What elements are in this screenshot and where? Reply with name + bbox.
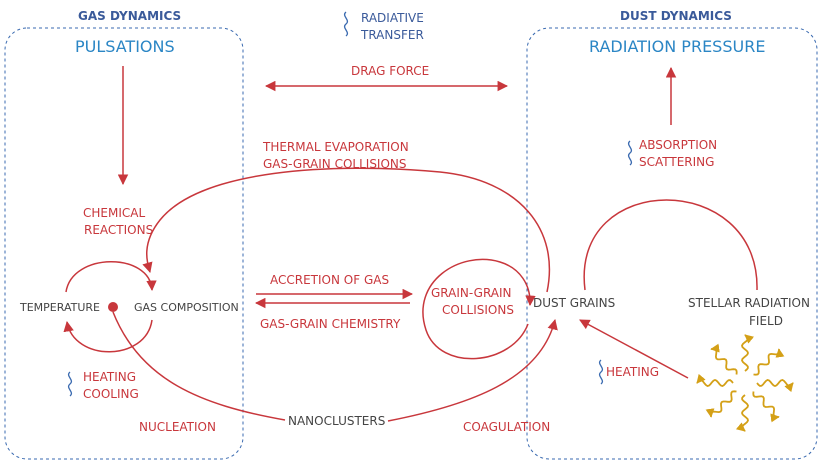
grain-grain-label-1: GRAIN-GRAIN bbox=[431, 286, 512, 300]
gas-grain-chemistry-label: GAS-GRAIN CHEMISTRY bbox=[260, 317, 401, 331]
heating-cooling-wavy-icon bbox=[67, 371, 73, 397]
absorption-arc bbox=[583, 199, 758, 291]
drag-force-label: DRAG FORCE bbox=[351, 64, 430, 78]
heating-cooling-label-2: COOLING bbox=[83, 387, 139, 401]
grain-grain-label-2: COLLISIONS bbox=[442, 303, 514, 317]
star-ray bbox=[752, 391, 780, 423]
coagulation-label: COAGULATION bbox=[463, 420, 551, 434]
star-icon bbox=[696, 334, 794, 432]
cycle-upper-arc bbox=[65, 261, 157, 293]
field-label: FIELD bbox=[749, 314, 783, 328]
pulsations-title: PULSATIONS bbox=[75, 37, 175, 56]
star-ray bbox=[696, 373, 734, 387]
cycle-lower-arc bbox=[63, 319, 153, 353]
temperature-label: TEMPERATURE bbox=[20, 301, 100, 314]
scattering-label: SCATTERING bbox=[639, 155, 715, 169]
star-ray bbox=[756, 379, 794, 393]
chemical-label: CHEMICAL bbox=[83, 206, 146, 220]
dust-grains-label: DUST GRAINS bbox=[533, 296, 616, 310]
star-ray bbox=[735, 394, 749, 432]
nanoclusters-label: NANOCLUSTERS bbox=[288, 414, 386, 428]
star-ray bbox=[753, 348, 785, 376]
dust-dynamics-header: DUST DYNAMICS bbox=[620, 9, 732, 23]
heating-arrow bbox=[579, 319, 689, 379]
gas-composition-label: GAS COMPOSITION bbox=[134, 301, 239, 314]
absorption-wavy-icon bbox=[627, 140, 633, 166]
dust-dynamics-box bbox=[526, 27, 818, 460]
gas-dynamics-header: GAS DYNAMICS bbox=[78, 9, 182, 23]
coagulation-curve bbox=[387, 318, 558, 422]
radiative-label-1: RADIATIVE bbox=[361, 11, 424, 25]
radiative-wavy-icon bbox=[343, 11, 349, 37]
gas-dynamics-box bbox=[4, 27, 244, 460]
nucleation-curve bbox=[112, 311, 286, 421]
radiative-label-2: TRANSFER bbox=[361, 28, 424, 42]
star-ray bbox=[705, 390, 737, 418]
accretion-label: ACCRETION OF GAS bbox=[270, 273, 390, 287]
star-ray bbox=[710, 343, 738, 375]
thermal-evaporation-label: THERMAL EVAPORATION bbox=[263, 140, 409, 154]
star-ray bbox=[741, 334, 755, 372]
heating-label: HEATING bbox=[606, 365, 660, 379]
radiation-pressure-title: RADIATION PRESSURE bbox=[589, 37, 766, 56]
center-dot bbox=[108, 302, 118, 312]
grain-grain-circle bbox=[422, 258, 536, 360]
reactions-label: REACTIONS bbox=[84, 223, 154, 237]
stellar-radiation-label: STELLAR RADIATION bbox=[688, 296, 810, 310]
heating-wavy-icon bbox=[598, 359, 604, 385]
gas-grain-collisions-label: GAS-GRAIN COLLISIONS bbox=[263, 157, 407, 171]
thermal-evaporation-loop bbox=[142, 167, 551, 293]
heating-cooling-label-1: HEATING bbox=[83, 370, 137, 384]
nucleation-label: NUCLEATION bbox=[139, 420, 216, 434]
absorption-label: ABSORPTION bbox=[639, 138, 718, 152]
